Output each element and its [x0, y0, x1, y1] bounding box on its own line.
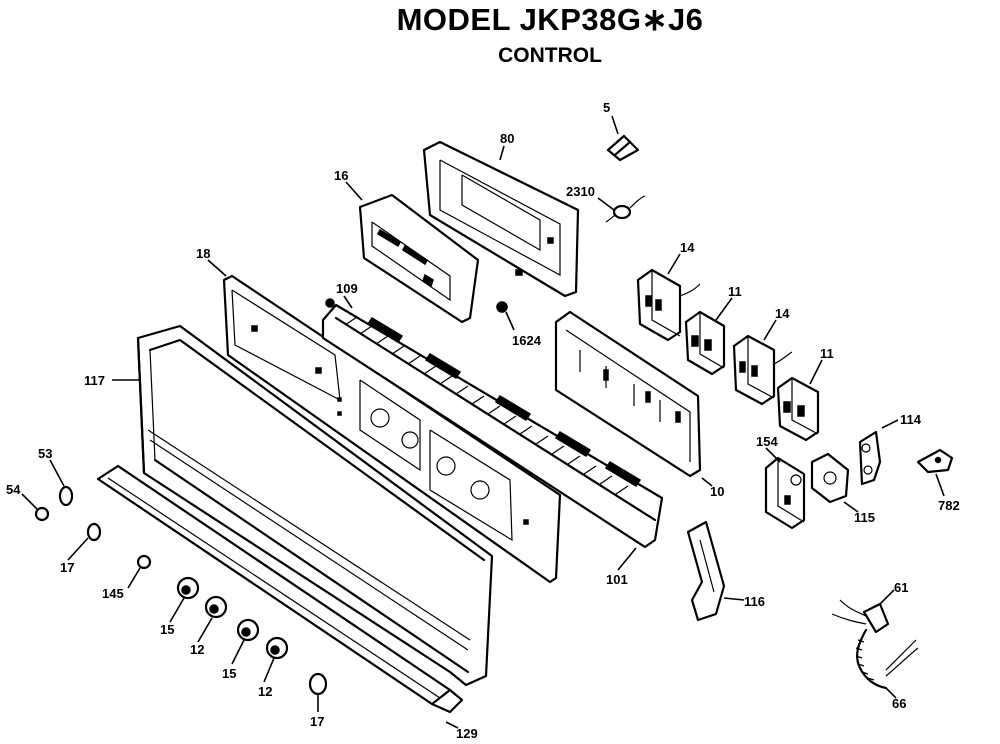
label-part-1624: 1624: [512, 333, 542, 348]
part-114-clip[interactable]: [858, 430, 882, 486]
label-part-61: 61: [894, 580, 908, 595]
label-part-14-b: 14: [775, 306, 790, 321]
label-part-114: 114: [900, 412, 922, 427]
label-part-53: 53: [38, 446, 52, 461]
label-part-11-a: 11: [728, 284, 742, 299]
label-part-17-b: 17: [310, 714, 324, 729]
part-66-wire-harness[interactable]: [855, 628, 919, 690]
part-80-mounting-bracket[interactable]: [422, 140, 580, 298]
label-part-66: 66: [892, 696, 906, 711]
part-54-knob-insert[interactable]: [34, 506, 50, 522]
label-part-15-b: 15: [222, 666, 236, 681]
label-part-115: 115: [854, 510, 875, 525]
part-10-component-plate[interactable]: [554, 310, 702, 478]
section-title: CONTROL: [498, 44, 602, 67]
label-part-17-a: 17: [60, 560, 74, 575]
model-title: MODEL JKP38G∗J6: [396, 2, 704, 37]
part-129-trim-strip[interactable]: [96, 464, 464, 714]
part-782-bracket[interactable]: [916, 448, 954, 474]
part-116-bracket[interactable]: [686, 520, 726, 622]
part-12-knob-a[interactable]: [204, 595, 228, 619]
part-154-terminal-block[interactable]: [764, 456, 806, 530]
label-part-15-a: 15: [160, 622, 174, 637]
part-115-switch[interactable]: [810, 452, 850, 504]
label-part-18: 18: [196, 246, 210, 261]
label-part-782: 782: [938, 498, 960, 513]
label-part-12-b: 12: [258, 684, 272, 699]
label-part-117: 117: [84, 373, 105, 388]
label-part-129: 129: [456, 726, 478, 741]
part-61-harness-connector[interactable]: [831, 599, 890, 634]
part-15-knob-a[interactable]: [176, 576, 200, 600]
part-11-relay-a[interactable]: [684, 310, 726, 376]
label-part-11-b: 11: [820, 346, 834, 361]
part-11-relay-b[interactable]: [776, 376, 820, 442]
label-part-80: 80: [500, 131, 514, 146]
part-2310-fuse[interactable]: [605, 195, 646, 223]
part-145-grommet[interactable]: [136, 554, 152, 570]
part-12-knob-b[interactable]: [265, 636, 289, 660]
label-part-16: 16: [334, 168, 348, 183]
label-part-154: 154: [756, 434, 778, 449]
part-14-relay-b[interactable]: [732, 334, 793, 406]
label-part-5: 5: [603, 100, 610, 115]
part-117-control-panel[interactable]: [136, 324, 494, 687]
part-17-bulb-b[interactable]: [308, 672, 328, 696]
label-part-12-a: 12: [190, 642, 204, 657]
label-part-2310: 2310: [566, 184, 595, 199]
part-17-bulb-a[interactable]: [86, 522, 102, 542]
part-14-relay-a[interactable]: [636, 268, 701, 342]
part-16-bracket[interactable]: [358, 193, 480, 324]
label-part-54: 54: [6, 482, 21, 497]
part-18-inner-panel[interactable]: [222, 274, 562, 584]
label-part-109: 109: [336, 281, 358, 296]
part-5-screw[interactable]: [606, 134, 640, 162]
part-15-knob-b[interactable]: [236, 618, 260, 642]
part-1624-grommet[interactable]: [496, 301, 508, 313]
label-part-14-a: 14: [680, 240, 695, 255]
label-part-116: 116: [744, 594, 765, 609]
label-part-101: 101: [606, 572, 628, 587]
label-part-10: 10: [710, 484, 724, 499]
part-53-knob-insert[interactable]: [58, 485, 74, 507]
label-part-145: 145: [102, 586, 124, 601]
part-101-control-board[interactable]: [321, 298, 664, 549]
leader-lines: [21, 115, 945, 729]
